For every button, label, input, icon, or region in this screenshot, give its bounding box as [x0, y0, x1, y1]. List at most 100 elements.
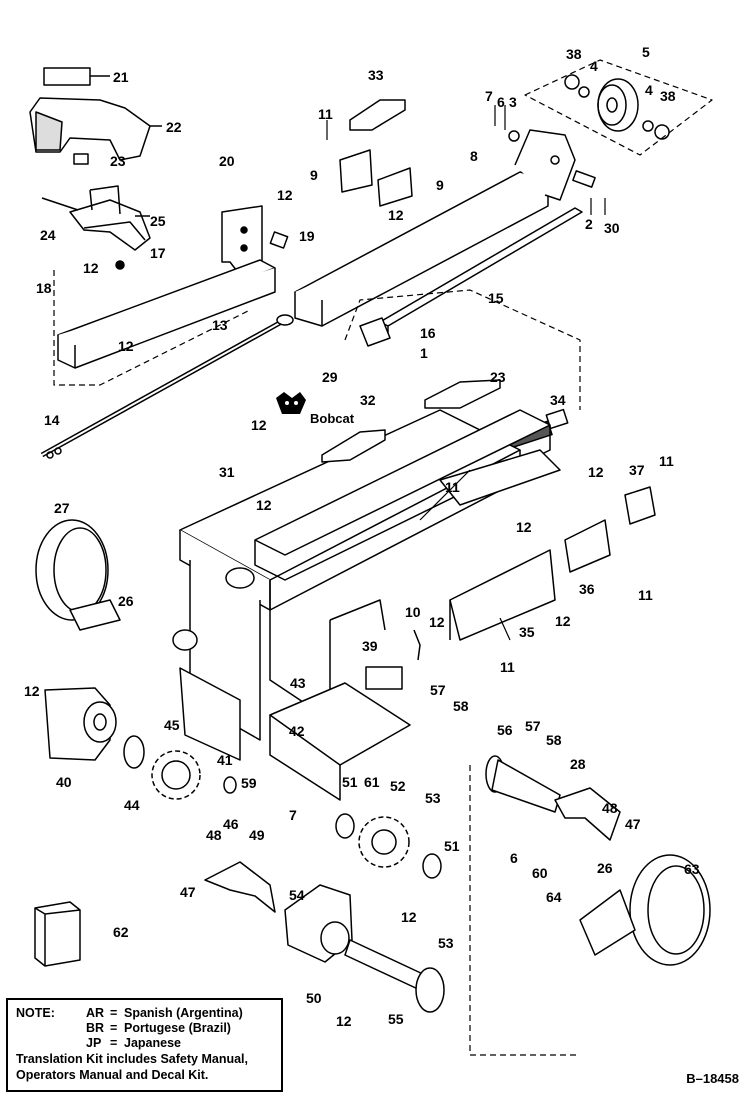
callout-label: 48 — [206, 827, 222, 843]
decal-34b — [545, 408, 569, 430]
shaft-55 — [344, 939, 445, 1013]
sprocket-45 — [151, 750, 201, 800]
callout-label: 9 — [310, 167, 318, 183]
callout-label: 12 — [118, 338, 134, 354]
plate-61 — [269, 682, 411, 766]
callout-label: 62 — [113, 924, 129, 940]
callout-label: 47 — [180, 884, 196, 900]
guard-25 — [69, 185, 151, 251]
callout-label: 59 — [241, 775, 257, 791]
callout-label: 53 — [438, 935, 454, 951]
callout-label: 63 — [684, 861, 700, 877]
translation-note: NOTE: AR = Spanish (Argentina) BR = Port… — [6, 998, 283, 1092]
dashed-assembly-lines — [53, 59, 713, 1056]
callout-label: 54 — [289, 887, 305, 903]
drum-63 — [579, 854, 711, 966]
callout-label: 4 — [645, 82, 653, 98]
auger-49 — [204, 861, 276, 913]
callout-label: 38 — [660, 88, 676, 104]
callout-label: 4 — [590, 58, 598, 74]
callout-label: 52 — [390, 778, 406, 794]
shaft-56 — [485, 755, 561, 813]
callout-label: 38 — [566, 46, 582, 62]
callout-label: 51 — [342, 774, 358, 790]
note-code-br: BR — [86, 1021, 105, 1035]
callout-label: 21 — [113, 69, 129, 85]
bolt-24 — [41, 197, 79, 211]
figure-id: B–18458 — [686, 1071, 739, 1086]
bearing-38a — [564, 74, 580, 90]
note-sep-ar: = — [110, 1006, 118, 1020]
callout-label: 45 — [164, 717, 180, 733]
callout-label: 12 — [588, 464, 604, 480]
callout-label: 22 — [166, 119, 182, 135]
motor-40 — [44, 687, 117, 761]
callout-label: 34 — [550, 392, 566, 408]
callout-label: 55 — [388, 1011, 404, 1027]
note-sep-br: = — [110, 1021, 118, 1035]
gearbox-50 — [284, 884, 353, 963]
callout-label: 12 — [516, 519, 532, 535]
callout-label: 24 — [40, 227, 56, 243]
callout-label: 31 — [219, 464, 235, 480]
bobcat-logo: Bobcat — [276, 392, 355, 426]
oring-14a — [46, 451, 54, 459]
callout-label: 58 — [546, 732, 562, 748]
pulley-5 — [597, 78, 639, 132]
callout-label: 23 — [490, 369, 506, 385]
part-23 — [73, 153, 89, 165]
callout-label: 18 — [36, 280, 52, 296]
bearing-38b — [654, 124, 670, 140]
callout-label: 10 — [405, 604, 421, 620]
callout-label: 57 — [430, 682, 446, 698]
pad-19 — [269, 231, 289, 249]
spacer-4a — [578, 86, 590, 98]
callout-label: 27 — [54, 500, 70, 516]
callout-label: 12 — [256, 497, 272, 513]
bracket-9 — [339, 149, 413, 207]
callout-label: 35 — [519, 624, 535, 640]
bracket-36 — [564, 519, 611, 573]
callout-label: 17 — [150, 245, 166, 261]
callout-label: 46 — [223, 816, 239, 832]
axle-2 — [572, 170, 596, 188]
callout-label: 1 — [420, 345, 428, 361]
callout-label: 37 — [629, 462, 645, 478]
callout-label: 12 — [388, 207, 404, 223]
sprocket-52 — [358, 816, 410, 868]
leader-lines — [326, 105, 606, 641]
callout-label: 26 — [118, 593, 134, 609]
arm-17 — [57, 259, 276, 369]
drum-27 — [35, 519, 121, 631]
spacer-4b — [642, 120, 654, 132]
oring-14b — [54, 447, 62, 455]
callout-label: 19 — [299, 228, 315, 244]
slide-23 — [424, 379, 501, 409]
callout-label: 14 — [44, 412, 60, 428]
slide-33 — [349, 99, 406, 131]
callout-label: 12 — [336, 1013, 352, 1029]
note-code-jp: JP — [86, 1036, 102, 1050]
note-sep-jp: = — [110, 1036, 118, 1050]
callout-label: 40 — [56, 774, 72, 790]
callout-label: 33 — [368, 67, 384, 83]
callout-label: 12 — [24, 683, 40, 699]
clip-10 — [413, 629, 421, 661]
callout-label: 16 — [420, 325, 436, 341]
callout-label: 47 — [625, 816, 641, 832]
callout-label: 64 — [546, 889, 562, 905]
callout-label: 13 — [212, 317, 228, 333]
note-title: NOTE: — [16, 1006, 55, 1020]
callout-label: 53 — [425, 790, 441, 806]
callout-label: 11 — [445, 479, 460, 495]
callout-label: 60 — [532, 865, 548, 881]
decal-21 — [43, 67, 110, 86]
stop-16 — [359, 317, 391, 347]
callout-label: 7 — [485, 88, 493, 104]
callout-label: 11 — [500, 659, 515, 675]
callout-label: 8 — [470, 148, 478, 164]
boom-8 — [294, 129, 576, 327]
callout-label: 26 — [597, 860, 613, 876]
callout-label: 50 — [306, 990, 322, 1006]
note-code-ar: AR — [86, 1006, 105, 1020]
